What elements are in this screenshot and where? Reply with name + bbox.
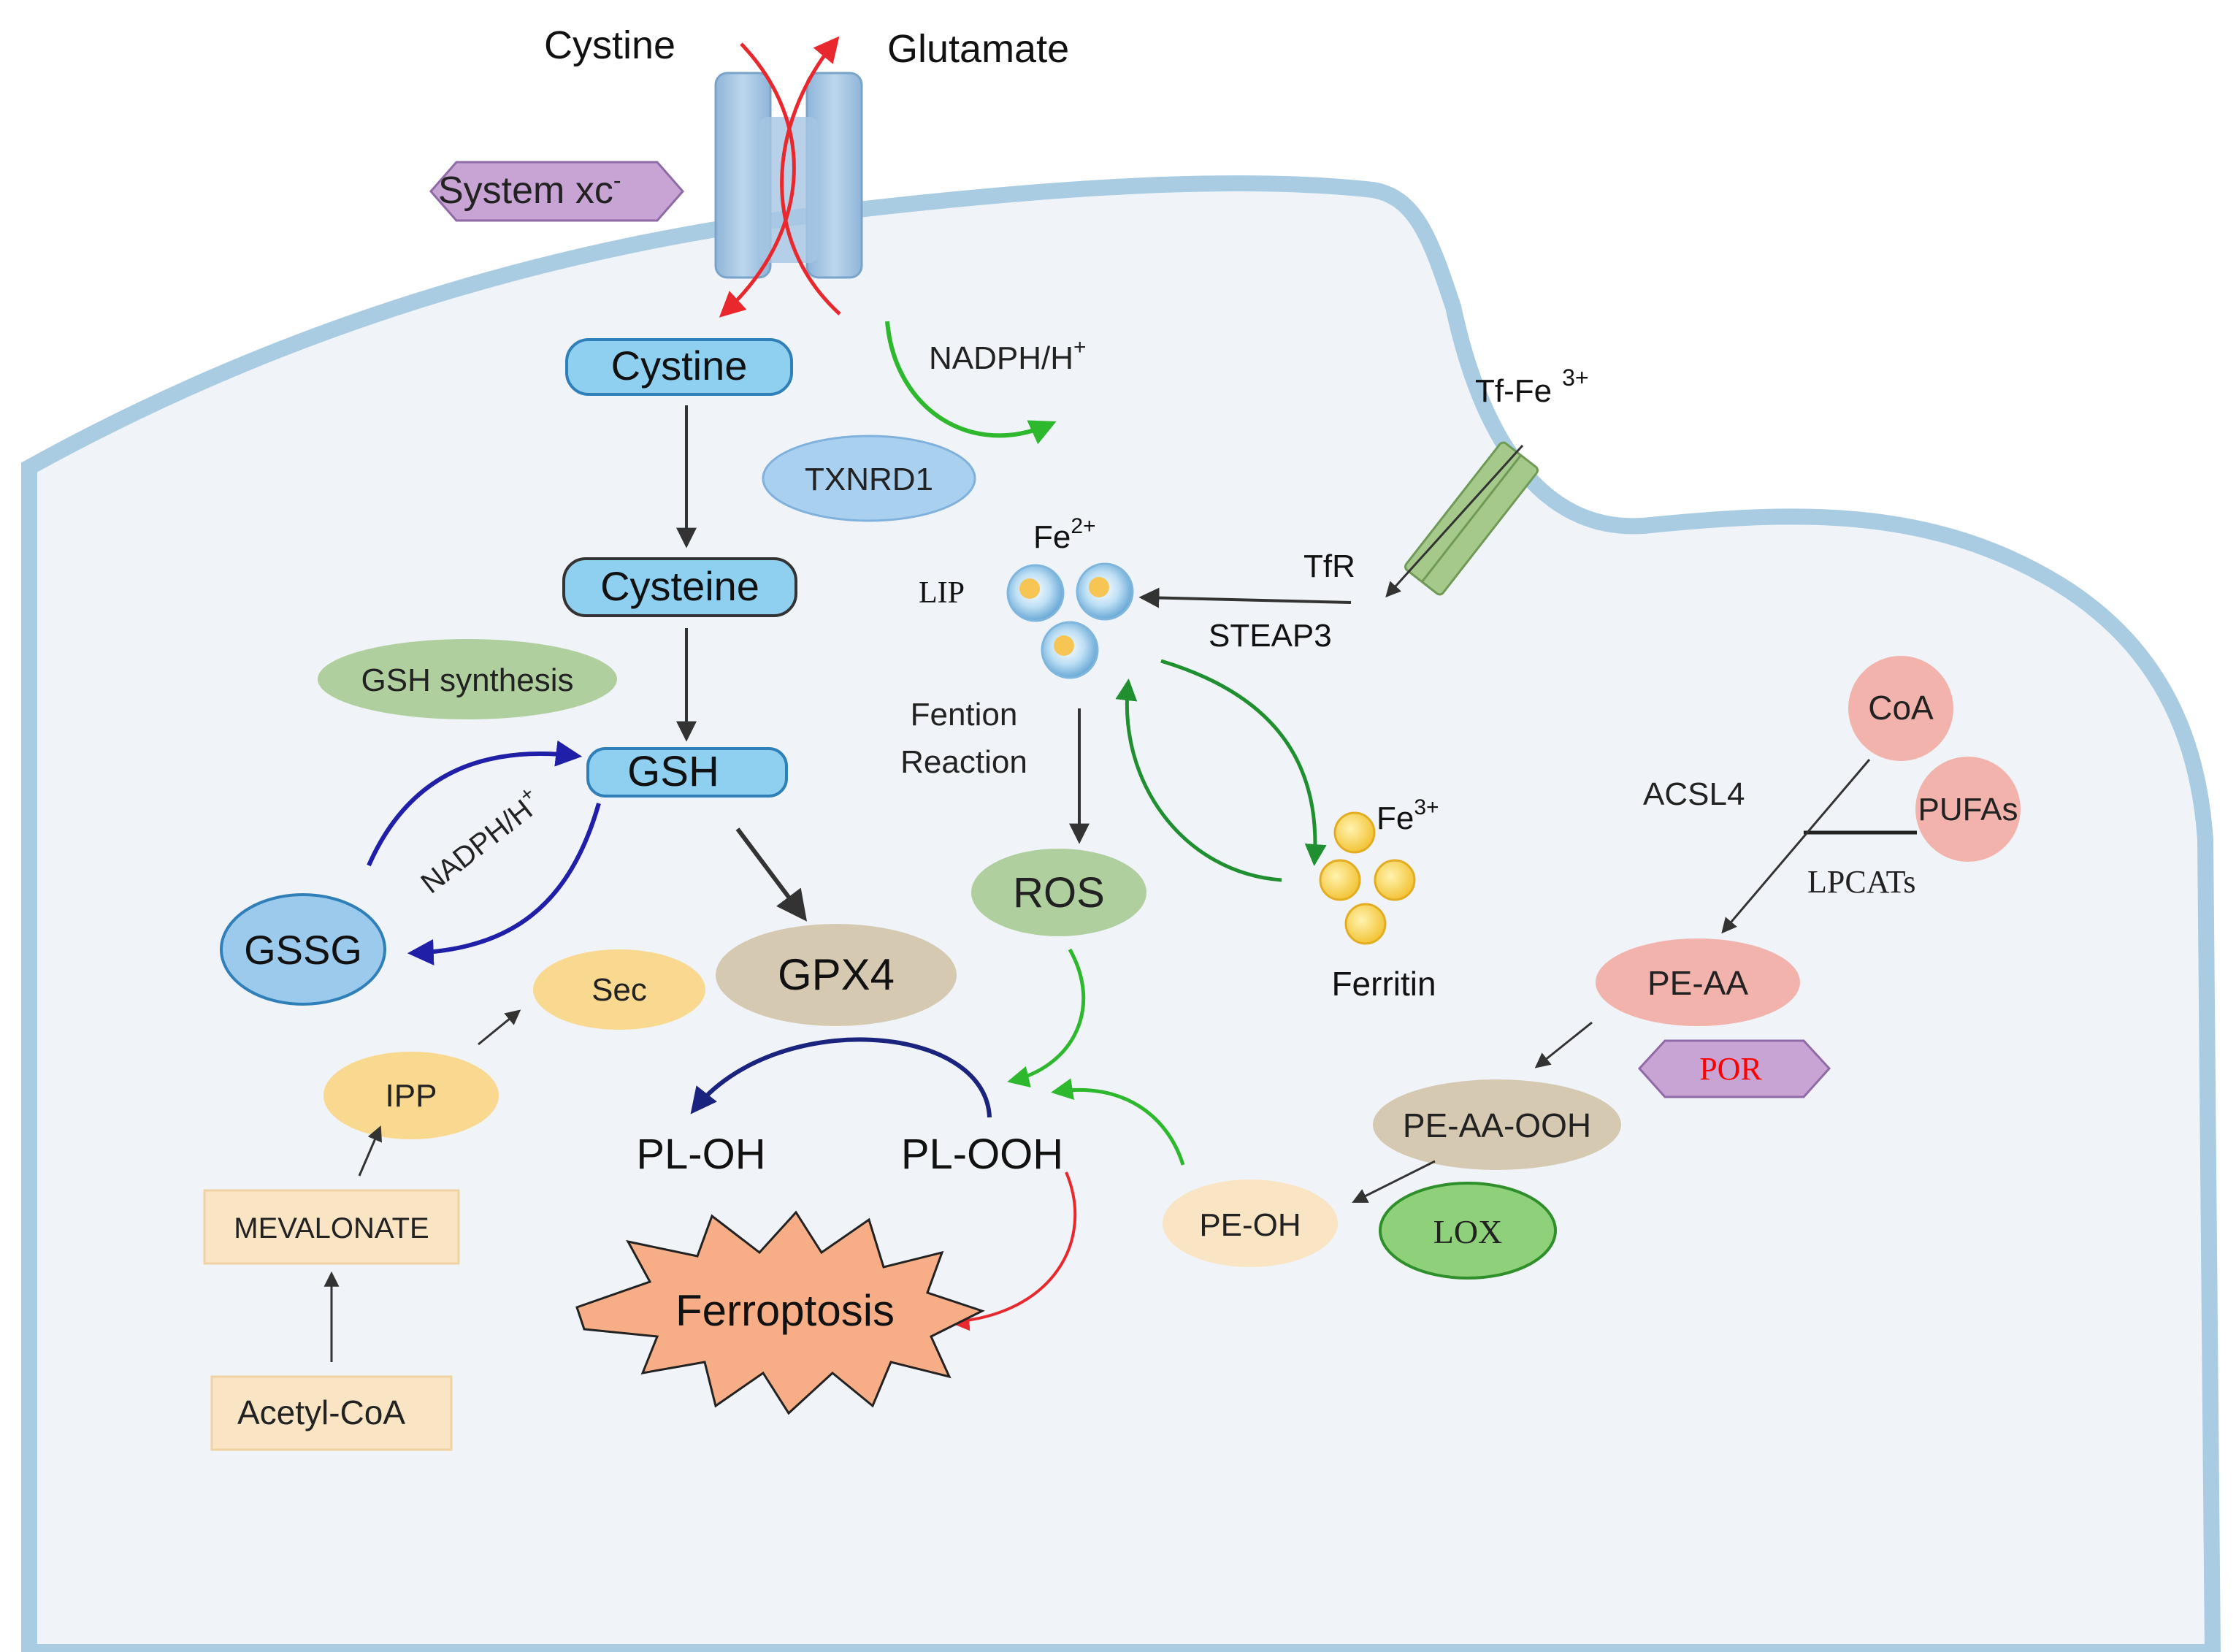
pe-oh-label: PE-OH [1199,1207,1301,1243]
cystine-label: Cystine [611,343,748,389]
coa-circle [1848,656,1953,761]
pufas-circle [1915,757,2021,862]
tfr-receptor [1404,441,1539,596]
gsh-box [586,747,788,798]
coa-label: CoA [1868,689,1934,727]
pl-ooh-label: PL-OOH [901,1131,1063,1178]
ipp-ellipse [323,1052,499,1139]
gssg-ellipse [220,893,386,1006]
outside-glutamate-label: Glutamate [887,27,1069,71]
fenton-line1-label: Fention [911,697,1018,733]
mevalonate-to-ipp-arrow [358,1125,382,1177]
cystine-box [565,338,793,396]
steap3-arrow [1138,587,1352,608]
coa-to-peaa-arrow [1721,759,1871,934]
acetyl-coa-box [210,1375,453,1451]
fe2-label: Fe2+ [1033,514,1096,555]
mevalonate-label: MEVALONATE [234,1212,429,1244]
ros-to-ploh-arrow [1007,948,1086,1088]
pl-oh-label: PL-OH [636,1131,765,1178]
txnrd-nadph-label: NADPH/H+ [929,335,1087,376]
ros-label: ROS [1013,869,1105,917]
sec-label: Sec [591,972,647,1008]
ferritin-to-lip-arrow [1115,678,1282,882]
plooh-to-ferroptosis-arrow [949,1171,1077,1331]
lip-label: LIP [919,576,965,610]
sec-ellipse [533,949,705,1030]
lox-label: LOX [1433,1213,1503,1250]
gssg-label: GSSG [244,927,362,973]
peaa-to-peaaooh-arrow [1534,1021,1593,1068]
pe-aa-ooh-label: PE-AA-OOH [1403,1106,1591,1144]
gsh-to-gssg-arrow [407,803,601,965]
cysteine-label: Cysteine [600,563,759,609]
mevalonate-box [203,1189,460,1265]
gssg-to-gsh-arrow [367,740,583,867]
pe-aa-ellipse [1596,938,1800,1026]
steap3-label: STEAP3 [1209,618,1332,654]
tfr-label: TfR [1303,548,1355,584]
ros-ellipse [971,849,1146,936]
pe-aa-ooh-ellipse [1373,1079,1621,1170]
fenton-line2-label: Reaction [900,744,1027,780]
lox-ellipse [1379,1182,1557,1280]
ferritin-fe3-cluster [1319,811,1416,945]
gsh-synthesis-label: GSH synthesis [361,662,574,698]
ferroptosis-label: Ferroptosis [675,1286,895,1335]
pe-oh-ellipse [1163,1179,1338,1267]
system-xc-channel [714,72,863,279]
lpcats-label: LPCATs [1807,864,1916,900]
tf-fe-entry-arrow [1385,444,1524,598]
por-badge [1637,1039,1831,1098]
txnrd-nadph-arrow [885,321,1057,445]
ferritin-label: Ferritin [1331,965,1436,1003]
ipp-to-sec-arrow [478,1009,521,1046]
pufas-label: PUFAs [1918,792,2018,827]
plooh-to-ploh-arrow [690,1037,992,1118]
lip-to-ferritin-arrow [1160,659,1327,866]
fe3-label: Fe3+ [1377,795,1439,836]
txnrd1-ellipse [762,435,976,522]
acetyl-coa-label: Acetyl-CoA [237,1393,405,1431]
acsl4-label: ACSL4 [1643,776,1745,812]
pe-aa-label: PE-AA [1647,964,1748,1002]
gsh-label: GSH [627,748,719,795]
gpx4-ellipse [716,924,957,1026]
gpx4-label: GPX4 [778,950,895,999]
txnrd1-label: TXNRD1 [805,462,933,497]
outside-cystine-label: Cystine [544,23,675,67]
ferroptosis-burst [575,1210,985,1415]
peaaooh-to-peoh-arrow [1352,1160,1436,1203]
lip-iron-cluster [1006,562,1134,679]
gsh-synthesis-ellipse [318,639,617,719]
por-label: POR [1699,1051,1762,1087]
glutamate-export-arrow [780,36,841,316]
cysteine-box [562,557,797,617]
peoh-to-plooh-arrow [1051,1078,1185,1166]
gsh-to-gpx4-arrow [735,827,808,922]
ipp-label: IPP [386,1078,437,1114]
system-xc-badge [429,161,684,222]
cystine-import-arrow [719,42,796,318]
system-xc-label: System xc- [438,167,621,212]
